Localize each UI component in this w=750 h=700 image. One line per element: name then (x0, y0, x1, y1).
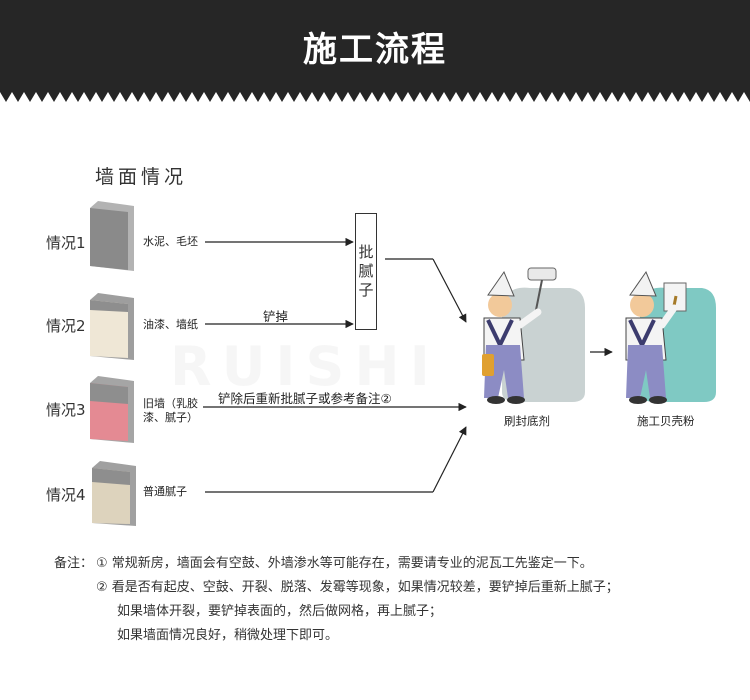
worker-shell-powder-illustration (625, 270, 716, 404)
case-3-desc-line1: 旧墙（乳胶 (143, 397, 198, 410)
step-primer-label: 刷封底剂 (504, 414, 550, 428)
page-title: 施工流程 (303, 30, 447, 70)
putty-char-2: 腻 (358, 262, 374, 280)
case-1-desc: 水泥、毛坯 (143, 235, 198, 248)
swatch-old-wall (90, 376, 134, 443)
arrow-label-rescrape: 铲除后重新批腻子或参考备注② (218, 391, 392, 406)
arrow-to-primer-top (432, 258, 467, 323)
worker-primer-illustration (482, 267, 585, 404)
case-3-label: 情况3 (46, 401, 86, 419)
header-zigzag-edge (0, 92, 750, 102)
step-shell-powder-label: 施工贝壳粉 (637, 414, 695, 428)
page-header (0, 0, 750, 92)
notes-line-1: ① 常规新房，墙面会有空鼓、外墙渗水等可能存在，需要请专业的泥瓦工先鉴定一下。 (96, 556, 593, 571)
case-4-label: 情况4 (46, 486, 86, 504)
arrow-label-scrape: 铲掉 (263, 309, 289, 324)
putty-char-1: 批 (358, 243, 374, 261)
case-2-label: 情况2 (46, 317, 86, 335)
putty-char-3: 子 (358, 281, 374, 299)
swatch-paint (90, 293, 134, 360)
case-4-desc: 普通腻子 (143, 485, 187, 498)
case-2-desc: 油漆、墙纸 (143, 318, 198, 331)
notes-prefix: 备注： (54, 556, 94, 571)
notes-line-3: 如果墙体开裂，要铲掉表面的，然后做网格，再上腻子； (117, 604, 443, 619)
case-3-desc-line2: 漆、腻子） (143, 411, 198, 424)
putty-step-box: 批 腻 子 (355, 213, 377, 330)
swatch-cement (90, 201, 134, 271)
arrow-case4-up (432, 426, 467, 493)
notes-line-2: ② 看是否有起皮、空鼓、开裂、脱落、发霉等现象，如果情况较差，要铲掉后重新上腻子… (96, 580, 619, 595)
section-title: 墙面情况 (95, 166, 188, 188)
case-1-label: 情况1 (46, 234, 86, 252)
notes-line-4: 如果墙面情况良好，稍微处理下即可。 (117, 628, 339, 643)
swatch-putty (92, 461, 136, 526)
